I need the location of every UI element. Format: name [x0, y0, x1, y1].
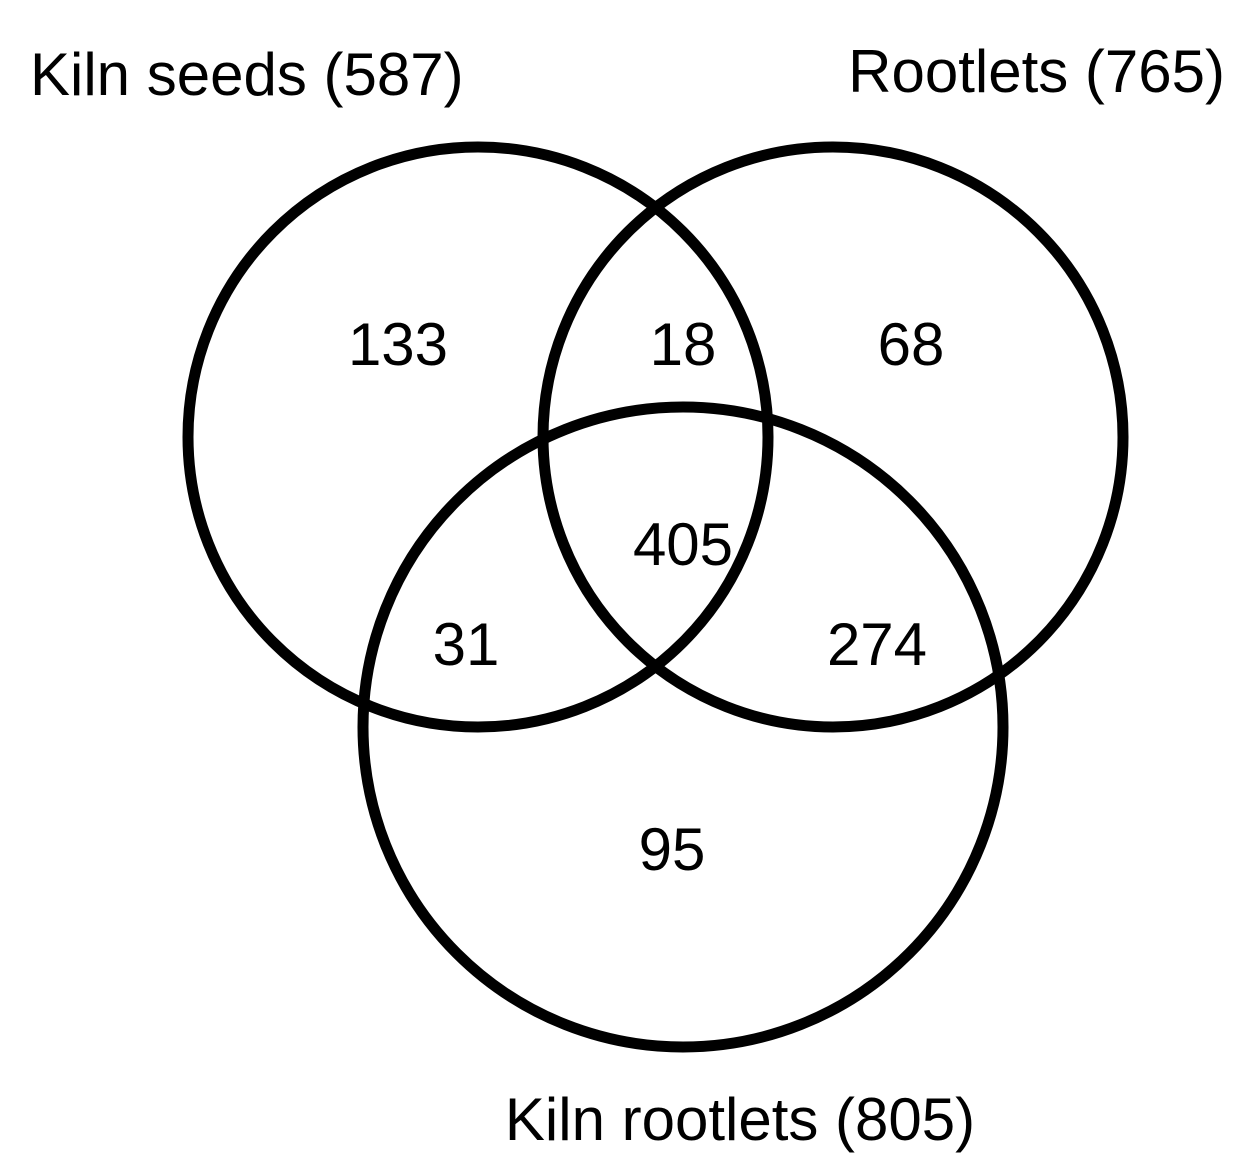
region-value-all-three: 405	[633, 511, 733, 578]
region-value-kiln-seeds-rootlets: 18	[650, 311, 717, 378]
set-label-kiln-seeds: Kiln seeds (587)	[30, 41, 464, 108]
venn-circle-kiln-seeds[interactable]	[182, 141, 774, 733]
set-label-rootlets: Rootlets (765)	[848, 38, 1225, 105]
region-value-kiln-rootlets-only: 95	[639, 816, 706, 883]
set-label-kiln-rootlets: Kiln rootlets (805)	[505, 1086, 975, 1153]
region-value-kiln-seeds-only: 133	[348, 311, 448, 378]
venn-circle-kiln-rootlets[interactable]	[357, 401, 1009, 1053]
region-value-kiln-seeds-kiln-rootlets: 31	[433, 611, 500, 678]
region-value-rootlets-kiln-rootlets: 274	[827, 611, 927, 678]
region-value-rootlets-only: 68	[878, 311, 945, 378]
